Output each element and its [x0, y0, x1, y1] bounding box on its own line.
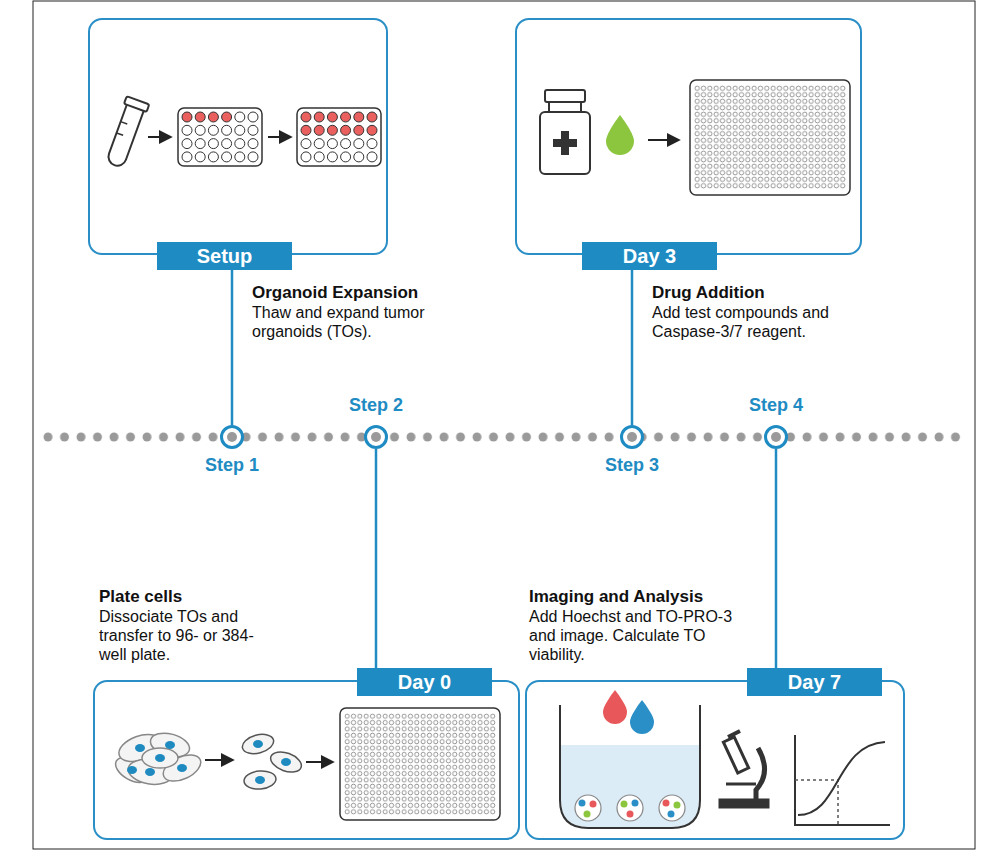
step-heading: Imaging and Analysis — [529, 586, 759, 607]
stage-panel: Day 0Plate cellsDissociate TOs and trans… — [93, 680, 520, 840]
dye-drop — [603, 690, 627, 724]
step-dot — [627, 432, 637, 442]
flow-arrow — [306, 761, 332, 763]
step-marker: Step 4 — [764, 425, 788, 449]
stage-tab: Day 0 — [357, 668, 492, 696]
step-text: Thaw and expand tumor organoids (TOs). — [252, 303, 452, 341]
reagent-drop — [606, 115, 634, 155]
well-plate — [690, 80, 850, 195]
flow-arrow — [148, 136, 170, 138]
flow-arrow — [205, 759, 232, 761]
step-marker: Step 3 — [620, 425, 644, 449]
step-text: Dissociate TOs and transfer to 96- or 38… — [99, 607, 264, 664]
stage-panel: Day 3Drug AdditionAdd test compounds and… — [515, 18, 862, 255]
stage-description: Imaging and AnalysisAdd Hoechst and TO-P… — [529, 586, 759, 664]
dye-drop — [630, 700, 654, 734]
stage-tab: Day 7 — [747, 668, 882, 696]
step-connector — [231, 270, 234, 425]
well-plate — [297, 108, 381, 166]
step-connector — [775, 449, 778, 668]
step-label: Step 4 — [749, 395, 803, 415]
stage-panel: Day 7Imaging and AnalysisAdd Hoechst and… — [525, 680, 905, 840]
step-heading: Organoid Expansion — [252, 282, 452, 303]
step-connector — [375, 449, 378, 668]
step-heading: Drug Addition — [652, 282, 872, 303]
timeline-dots — [40, 432, 965, 442]
step-dot — [771, 432, 781, 442]
step-dot — [227, 432, 237, 442]
wells — [344, 713, 496, 815]
stage-tab: Setup — [157, 242, 292, 270]
stage-tab: Day 3 — [582, 242, 717, 270]
well-plate — [340, 708, 500, 820]
well-liquid — [561, 745, 699, 827]
flow-arrow — [268, 136, 290, 138]
step-connector — [631, 270, 634, 425]
step-label: Step 3 — [605, 455, 659, 475]
step-marker: Step 2 — [364, 425, 388, 449]
step-text: Add Hoechst and TO-PRO-3 and image. Calc… — [529, 607, 759, 664]
microscope-icon — [720, 731, 768, 807]
drug-bottle — [540, 90, 590, 174]
single-cells — [240, 731, 304, 790]
step-heading: Plate cells — [99, 586, 264, 607]
wells — [694, 85, 846, 189]
step-dot — [371, 432, 381, 442]
well — [560, 705, 700, 828]
step-text: Add test compounds and Caspase-3/7 reage… — [652, 303, 872, 341]
tube-icon — [103, 96, 149, 169]
wells — [182, 112, 377, 162]
step-marker: Step 1 — [220, 425, 244, 449]
step-label: Step 2 — [349, 395, 403, 415]
dose-response-chart — [795, 735, 890, 825]
nuclei — [127, 741, 187, 776]
stage-description: Plate cellsDissociate TOs and transfer t… — [99, 586, 264, 664]
stage-panel: SetupOrganoid ExpansionThaw and expand t… — [88, 18, 388, 255]
stage-description: Drug AdditionAdd test compounds and Casp… — [652, 282, 872, 341]
flow-arrow — [648, 139, 678, 141]
stage-description: Organoid ExpansionThaw and expand tumor … — [252, 282, 452, 341]
well-plate — [178, 108, 262, 166]
frame — [33, 1, 975, 849]
stained-organoids — [575, 795, 685, 821]
organoid-cells — [111, 729, 204, 787]
step-label: Step 1 — [205, 455, 259, 475]
